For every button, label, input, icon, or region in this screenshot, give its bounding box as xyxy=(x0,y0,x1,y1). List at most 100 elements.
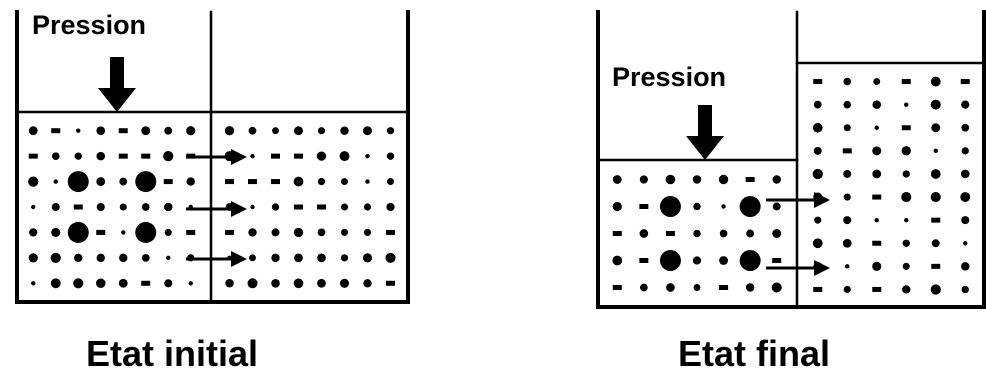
solute-particle xyxy=(31,205,35,209)
solvent-particle xyxy=(271,154,280,159)
solute-particle xyxy=(746,230,754,238)
solute-particle xyxy=(318,178,325,185)
solute-particle xyxy=(271,279,280,288)
solvent-particle xyxy=(96,230,105,235)
solute-particle xyxy=(249,254,256,261)
solvent-particle xyxy=(225,230,234,235)
solute-particle xyxy=(772,282,782,292)
solvent-particle xyxy=(317,205,326,210)
solute-particle xyxy=(962,286,969,293)
solute-particle xyxy=(720,230,728,238)
solvent-particle xyxy=(639,258,648,263)
solute-particle xyxy=(813,238,823,248)
solute-particle xyxy=(317,279,326,288)
solute-particle xyxy=(52,152,60,160)
solute-particle xyxy=(187,177,195,185)
solute-particle xyxy=(121,230,125,234)
solvent-particle xyxy=(902,79,911,84)
solvent-particle xyxy=(141,154,150,159)
solute-particle xyxy=(931,100,941,110)
solute-particle xyxy=(843,101,851,109)
pressure-label-initial: Pression xyxy=(32,10,146,41)
solute-particle xyxy=(135,171,156,192)
pressure-label-final: Pression xyxy=(612,62,726,93)
solute-particle xyxy=(740,196,761,217)
solute-particle xyxy=(693,175,701,183)
solute-particle xyxy=(961,170,970,179)
solute-particle xyxy=(640,175,648,183)
solute-particle xyxy=(387,127,394,134)
solvent-particle xyxy=(666,231,675,236)
solute-particle xyxy=(75,152,82,159)
solute-particle xyxy=(903,240,910,247)
final-state-panel xyxy=(598,12,984,307)
caption-initial: Etat initial xyxy=(86,333,258,375)
caption-final: Etat final xyxy=(678,333,830,375)
solute-particle xyxy=(813,123,823,133)
solute-particle xyxy=(773,203,781,211)
solute-particle xyxy=(721,204,725,208)
solvent-particle xyxy=(772,258,781,263)
solute-particle xyxy=(225,126,234,135)
solute-particle xyxy=(365,179,369,183)
solute-particle xyxy=(904,102,908,106)
solute-particle xyxy=(29,228,37,236)
solute-particle xyxy=(873,78,880,85)
solute-particle xyxy=(166,256,170,260)
solute-particle xyxy=(68,171,89,192)
solute-particle xyxy=(225,279,233,287)
solvent-particle xyxy=(294,205,303,210)
solute-particle xyxy=(843,239,852,248)
solute-particle xyxy=(29,126,38,135)
solute-particle xyxy=(119,279,128,288)
solute-particle xyxy=(693,203,700,210)
solute-particle xyxy=(872,170,881,179)
solute-particle xyxy=(31,281,35,285)
solvent-particle xyxy=(872,195,881,200)
solute-particle xyxy=(660,250,681,271)
solute-particle xyxy=(74,254,82,262)
solute-particle xyxy=(96,152,105,161)
solute-particle xyxy=(931,123,940,132)
right-arrow-icon xyxy=(186,149,247,165)
initial-state-panel xyxy=(17,12,408,302)
solute-particle xyxy=(961,101,969,109)
solute-particle xyxy=(272,203,279,210)
solute-particle xyxy=(294,177,304,187)
solute-particle xyxy=(51,253,61,263)
solute-particle xyxy=(97,203,105,211)
right-arrow-icon xyxy=(186,201,247,217)
solute-particle xyxy=(365,154,369,158)
solute-particle xyxy=(164,127,172,135)
solute-particle xyxy=(746,283,754,291)
solute-particle xyxy=(96,279,105,288)
solute-particle xyxy=(693,256,701,264)
solute-particle xyxy=(294,253,303,262)
solute-particle xyxy=(341,229,348,236)
solute-particle xyxy=(164,203,172,211)
solvent-particle xyxy=(931,264,940,269)
solvent-particle xyxy=(961,79,970,84)
solvent-particle xyxy=(719,285,728,290)
solute-particle xyxy=(385,253,395,263)
solute-particle xyxy=(119,254,127,262)
solvent-particle xyxy=(613,285,622,290)
solute-particle xyxy=(271,254,279,262)
solute-particle xyxy=(96,126,105,135)
solute-particle xyxy=(772,175,780,183)
solute-particle xyxy=(872,262,881,271)
solute-particle xyxy=(51,228,60,237)
solute-particle xyxy=(248,228,256,236)
solvent-particle xyxy=(872,287,881,292)
solute-particle xyxy=(189,281,193,285)
solvent-particle xyxy=(902,125,911,130)
solute-particle xyxy=(142,254,150,262)
solute-particle xyxy=(165,229,172,236)
solute-particle xyxy=(961,262,969,270)
solute-particle xyxy=(903,170,910,177)
solute-particle xyxy=(294,228,303,237)
solvent-particle xyxy=(294,154,303,159)
solute-particle xyxy=(640,229,649,238)
solute-particle xyxy=(901,192,911,202)
solute-particle xyxy=(364,203,371,210)
